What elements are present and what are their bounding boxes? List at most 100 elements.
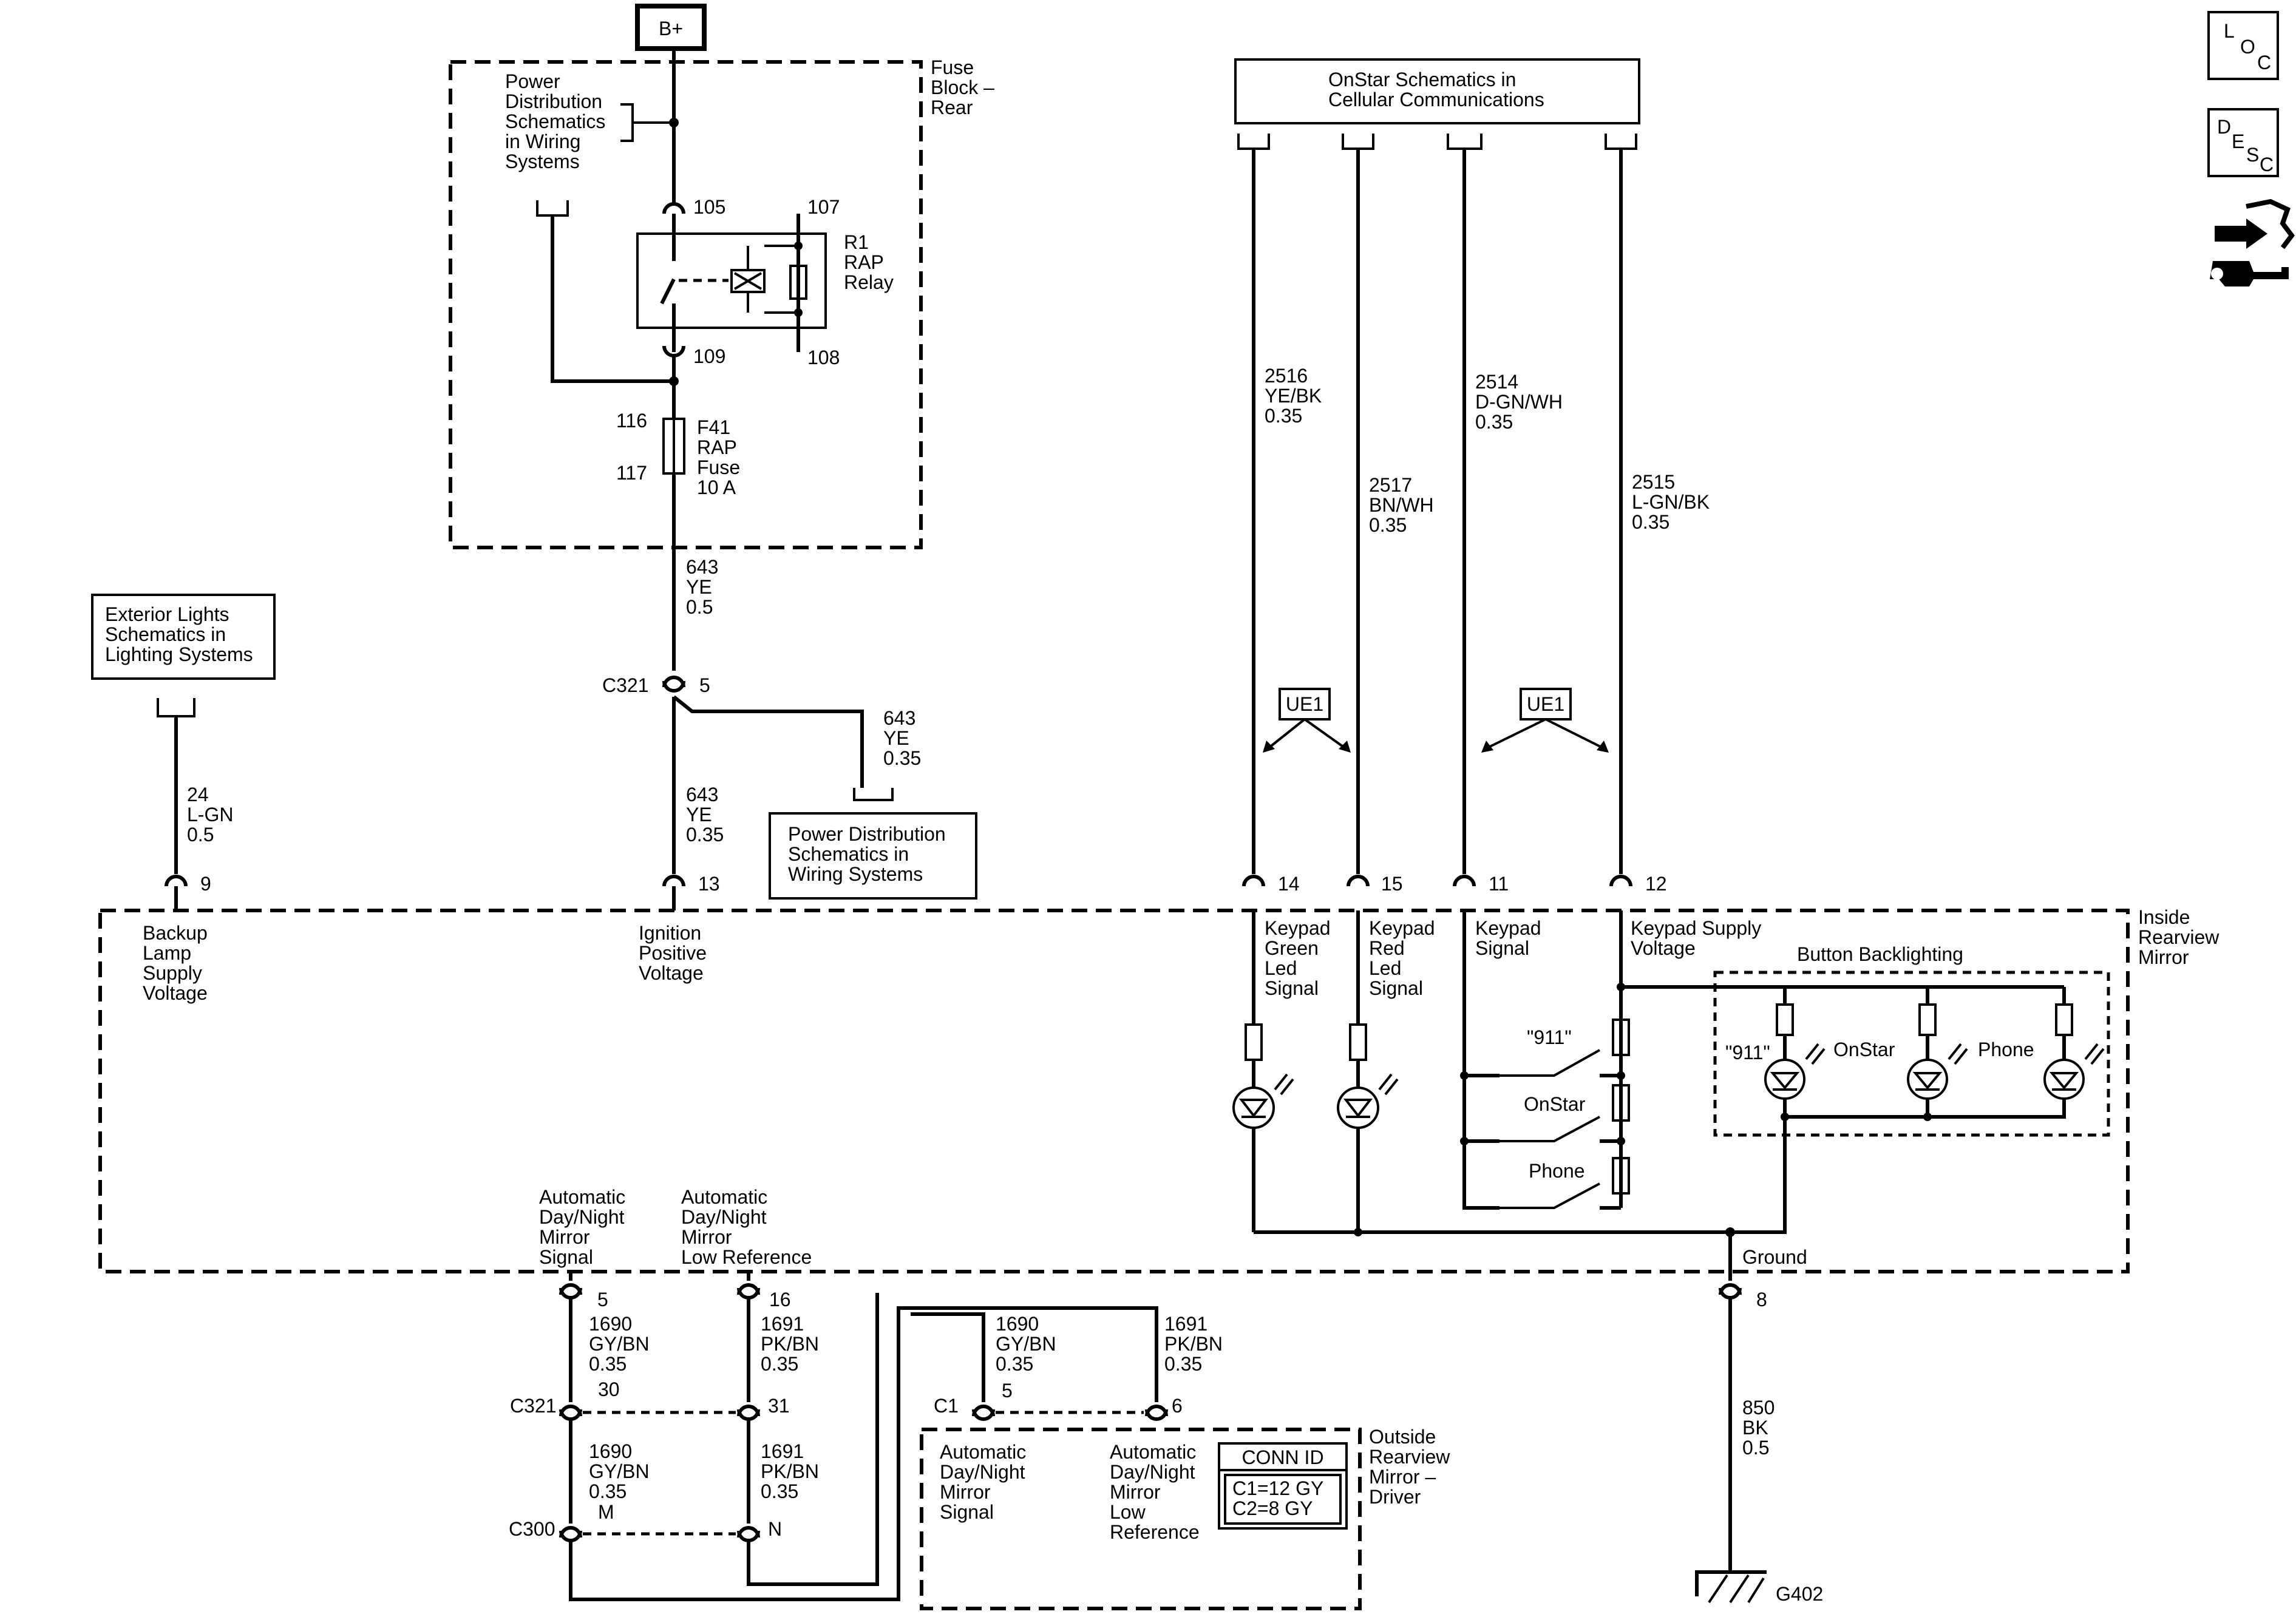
outside-mirror-title: Outside Rearview Mirror – Driver: [1369, 1426, 1455, 1508]
wire-1690-c-label: 1690 GY/BN 0.35: [996, 1313, 1061, 1375]
desc-icon-letter: S: [2246, 144, 2259, 166]
resistor-green-led: [1245, 1023, 1263, 1061]
wire-2514-label: 2514 D-GN/WH 0.35: [1475, 371, 1568, 433]
ground-g402-label: G402: [1776, 1583, 1823, 1605]
connector-c300-pin-n-label: N: [768, 1518, 782, 1540]
onstar-connector-4: [1605, 134, 1637, 150]
wire-643-low-label: 643 YE 0.35: [686, 784, 724, 846]
terminal-9: [165, 875, 188, 887]
exterior-lights-ref-box: [91, 594, 276, 680]
led-onstar-diode: [1912, 1072, 1943, 1091]
c321-lower-socket: [559, 1409, 760, 1421]
splice: [1460, 1071, 1469, 1080]
internal-ground-bus: [1254, 1117, 1787, 1234]
relay-switch-contacts: [660, 214, 676, 352]
backlight-911-label: "911": [1725, 1042, 1770, 1063]
pin-12-desc: Keypad Supply Voltage: [1631, 917, 1767, 959]
switch-onstar-label: OnStar: [1524, 1093, 1586, 1115]
splice: [794, 242, 803, 250]
switch-911-label: "911": [1527, 1026, 1572, 1048]
splice: [1354, 1228, 1362, 1236]
pin-107-label: 107: [807, 196, 840, 218]
backlight-taps: [1783, 987, 2066, 1005]
pin-13-label: 13: [698, 873, 720, 895]
connector-c321-label: C321: [602, 674, 649, 696]
backlight-onstar-label: OnStar: [1833, 1039, 1895, 1060]
wire-1690-a-label: 1690 GY/BN 0.35: [589, 1313, 654, 1375]
pin-16-label: 16: [769, 1289, 791, 1310]
option-arrows-right: [1487, 718, 1603, 749]
reference-connector-symbol: [853, 788, 894, 801]
pin-14-label: 14: [1278, 873, 1300, 895]
onstar-connector-2: [1342, 134, 1374, 150]
backlight-leads: [1783, 1035, 2066, 1059]
led-911-diode: [1770, 1072, 1800, 1091]
relay-coil-x: [733, 272, 763, 290]
inside-mirror-title: Inside Rearview Mirror: [2138, 906, 2224, 968]
wire-643-branch-label: 643 YE 0.35: [883, 707, 921, 769]
backlight-resistor-onstar: [1918, 1003, 1937, 1036]
button-backlighting-title: Button Backlighting: [1797, 943, 1963, 965]
desc-icon[interactable]: [2207, 108, 2279, 177]
pin-11-desc: Keypad Signal: [1475, 917, 1546, 959]
button-backlighting-outline: [1713, 971, 2110, 1137]
wire-1691-to-outside-mirror: [569, 1306, 1158, 1601]
pin-5-label: 5: [597, 1289, 608, 1310]
pin-8-label: 8: [1756, 1289, 1767, 1310]
power-distribution-ref-bottom-text: Power Distribution Schematics in Wiring …: [788, 823, 951, 885]
terminal-5-16-pin: [559, 1283, 760, 1295]
pin-14-desc: Keypad Green Led Signal: [1265, 917, 1336, 999]
service-icon[interactable]: [2210, 198, 2295, 286]
keypad-switches: [1500, 1049, 1600, 1209]
terminal-5-16-socket: [559, 1287, 760, 1300]
ground-hatch: [1708, 1574, 1765, 1604]
loc-icon-letter: L: [2224, 20, 2235, 42]
pin-105-label: 105: [693, 196, 725, 218]
pin-16-desc: Automatic Day/Night Mirror Low Reference: [681, 1186, 812, 1268]
red-led-icon: [1337, 1086, 1379, 1129]
ground-g402-symbol: [1695, 1570, 1767, 1596]
backlight-resistor-911: [1776, 1003, 1794, 1036]
wire-643-branch: [673, 695, 864, 788]
desc-icon-letter: E: [2232, 131, 2244, 152]
splice: [1923, 1113, 1932, 1121]
resistor-ladder-1: [1612, 1019, 1630, 1056]
c1-socket: [972, 1409, 1168, 1421]
terminal-105: [662, 202, 685, 214]
loc-icon[interactable]: [2207, 11, 2279, 80]
conn-id-values: C1=12 GY C2=8 GY: [1232, 1477, 1329, 1519]
wire-1691-a-label: 1691 PK/BN 0.35: [761, 1313, 824, 1375]
fuse-block-rear-outline: [449, 60, 923, 549]
relay-r1-box: [636, 232, 827, 329]
b-plus-label: B+: [659, 18, 683, 39]
fuse-name: F41 RAP Fuse 10 A: [697, 416, 746, 498]
pin-15-label: 15: [1381, 873, 1403, 895]
wire-power-dist-feed: [551, 215, 674, 383]
wire-1690-to-outside-mirror: [911, 1312, 985, 1402]
outside-mirror-signal: Automatic Day/Night Mirror Signal: [940, 1441, 1031, 1523]
backlight-resistor-phone: [2055, 1003, 2073, 1036]
connector-c1-label: C1: [934, 1395, 959, 1417]
led-911-icon: [1764, 1059, 1805, 1100]
wire-2515-label: 2515 L-GN/BK 0.35: [1632, 471, 1715, 533]
inside-rearview-mirror-outline: [98, 909, 2130, 1273]
connector-c300-label: C300: [509, 1518, 555, 1540]
wire-850-label: 850 BK 0.5: [1742, 1397, 1780, 1459]
pin-15-desc: Keypad Red Led Signal: [1369, 917, 1440, 999]
pin-13-desc: Ignition Positive Voltage: [639, 922, 712, 984]
loc-icon-letter: O: [2240, 36, 2255, 58]
terminal-13: [662, 875, 685, 887]
option-badge-ue1-left-text: UE1: [1286, 693, 1323, 715]
onstar-connector-1: [1237, 134, 1270, 150]
keypad-terminals: [1242, 875, 1632, 887]
resistor-ladder-3: [1612, 1157, 1630, 1195]
pin-116-label: 116: [616, 410, 647, 432]
green-led-icon: [1232, 1086, 1275, 1129]
wire-1691-b-label: 1691 PK/BN 0.35: [761, 1440, 824, 1502]
wire-24-label: 24 L-GN 0.5: [187, 784, 239, 846]
wires-1690-1691-middle: [569, 1420, 750, 1524]
splice: [794, 308, 803, 317]
led-rays: [1805, 1043, 2105, 1065]
onstar-ref-box: [1234, 58, 1640, 124]
pin-stubs: [174, 886, 676, 910]
